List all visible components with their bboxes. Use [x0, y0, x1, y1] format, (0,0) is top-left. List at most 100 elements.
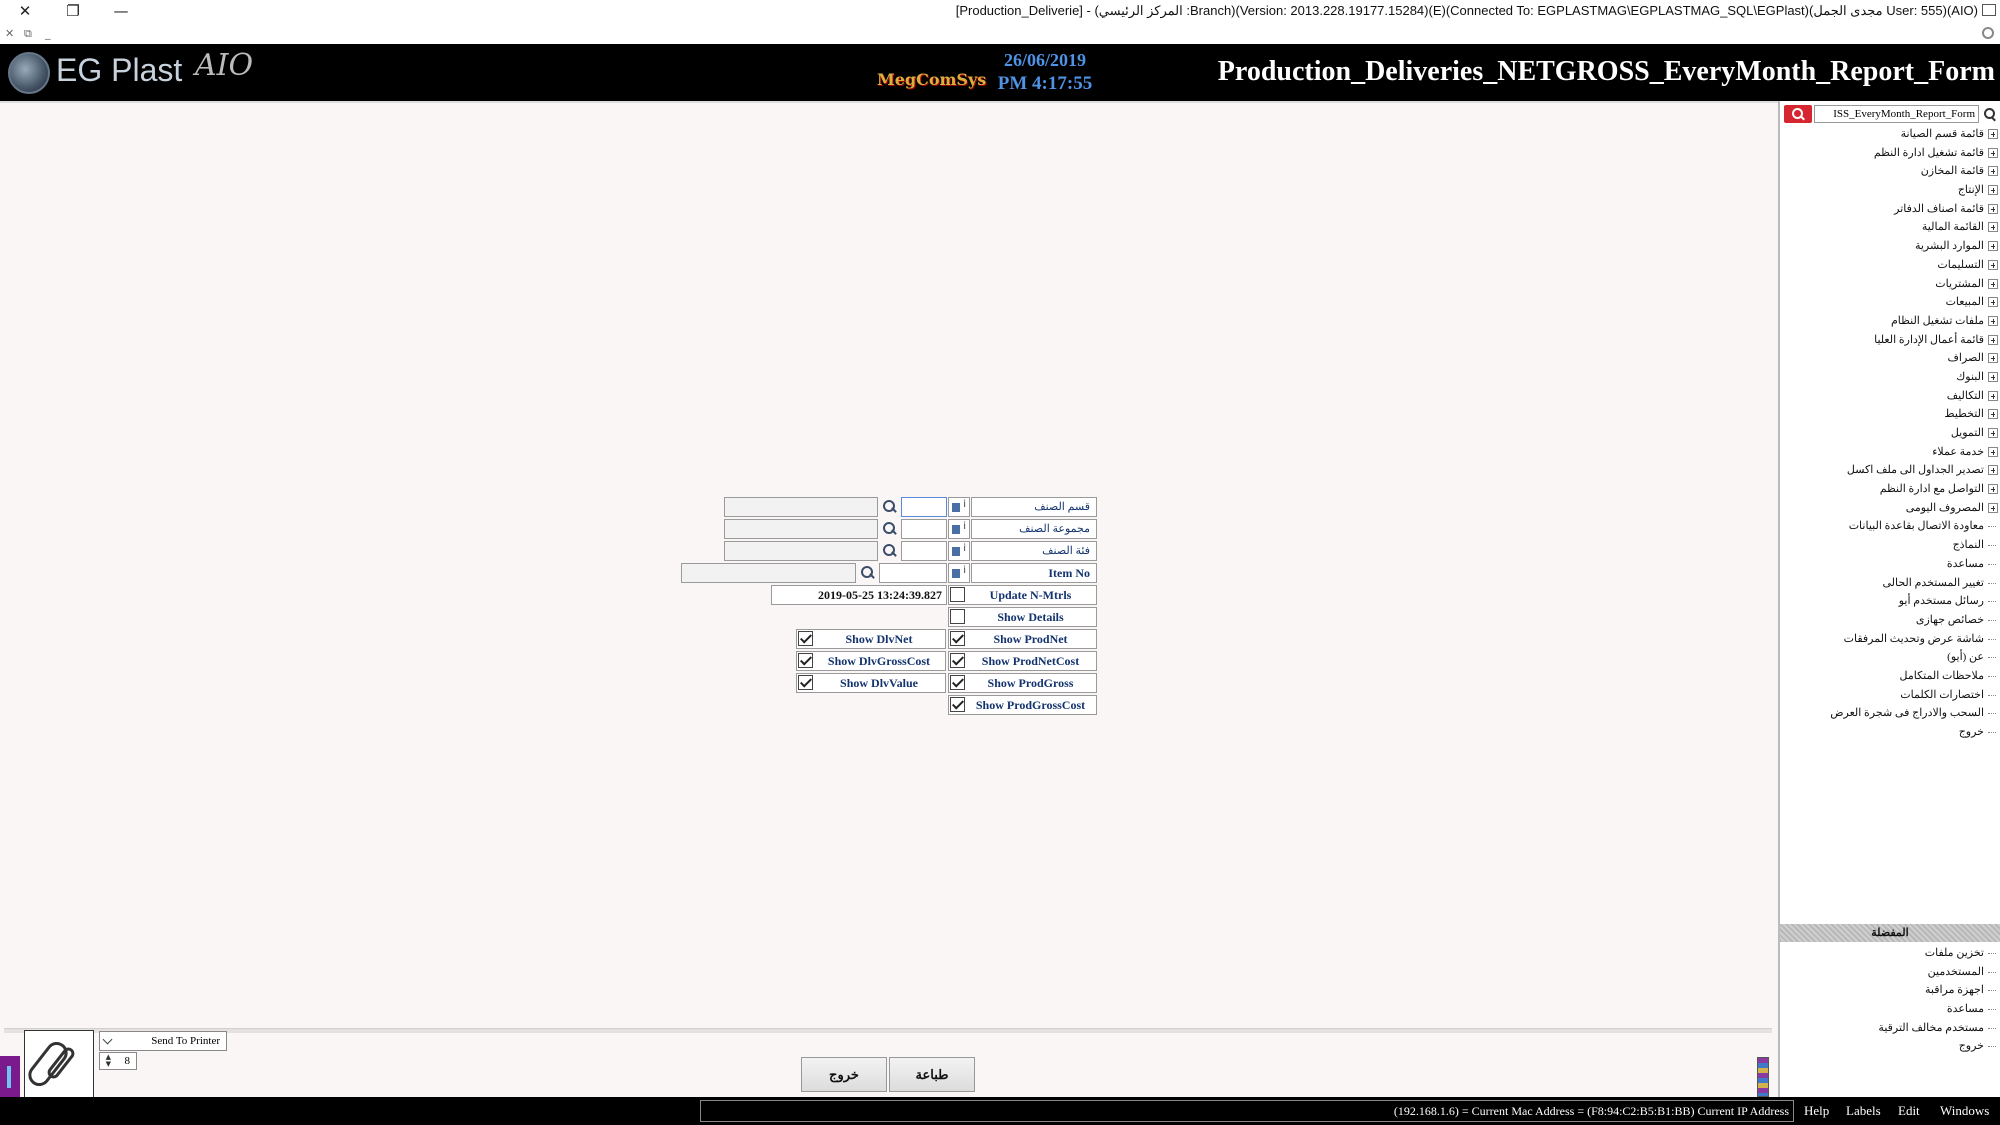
tree-item[interactable]: البنوك [1780, 368, 2000, 387]
search-icon[interactable] [858, 563, 876, 583]
tree-item[interactable]: معاودة الاتصال بقاعدة البيانات [1780, 517, 2000, 536]
expand-icon[interactable] [1988, 315, 1998, 326]
tree-item[interactable]: المشتريات [1780, 275, 2000, 294]
chevron-down-icon[interactable] [102, 1034, 113, 1045]
item-group-code-input[interactable] [901, 519, 947, 539]
expand-icon[interactable] [1988, 129, 1998, 139]
search-icon[interactable] [1784, 105, 1812, 123]
show-details-checkbox[interactable] [950, 609, 965, 624]
tree-item[interactable]: شاشة عرض وتحديث المرفقات [1780, 630, 2000, 649]
favorite-item[interactable]: مساعدة [1780, 1000, 2000, 1019]
expand-icon[interactable] [1988, 278, 1998, 289]
menu-edit[interactable]: Edit [1898, 1103, 1920, 1118]
tree-item[interactable]: التكاليف [1780, 387, 2000, 406]
menu-windows[interactable]: Windows [1940, 1103, 1990, 1118]
search-icon[interactable] [1982, 107, 1998, 123]
favorite-item[interactable]: المستخدمين [1780, 963, 2000, 982]
expand-icon[interactable] [1988, 241, 1998, 252]
mdi-close-icon[interactable]: ✕ [5, 27, 15, 40]
expand-icon[interactable] [1988, 259, 1998, 270]
item-no-info-button[interactable]: i [948, 563, 970, 583]
expand-icon[interactable] [1988, 297, 1998, 308]
print-button[interactable]: طباعة [889, 1057, 975, 1092]
show-prodnet-checkbox[interactable] [950, 631, 965, 646]
expand-icon[interactable] [1988, 484, 1998, 495]
show-prodgrosscost-checkbox[interactable] [950, 697, 965, 712]
tree-item[interactable]: اختصارات الكلمات [1780, 686, 2000, 705]
expand-icon[interactable] [1988, 147, 1998, 158]
tree-item[interactable]: التمويل [1780, 424, 2000, 443]
update-nmtrls-checkbox[interactable] [950, 587, 965, 602]
item-section-code-input[interactable] [901, 497, 947, 517]
expand-icon[interactable] [1988, 428, 1998, 438]
spinner-icon[interactable]: ▲▼ [105, 1053, 111, 1068]
attachments-button[interactable] [23, 1030, 94, 1098]
tree-item[interactable]: المبيعات [1780, 293, 2000, 312]
expand-icon[interactable] [1988, 353, 1998, 364]
tree-item[interactable]: النماذج [1780, 536, 2000, 555]
tree-item[interactable]: التخطيط [1780, 405, 2000, 424]
settings-icon[interactable] [1982, 27, 1994, 39]
tree-item[interactable]: ملاحظات المتكامل [1780, 667, 2000, 686]
search-icon[interactable] [880, 541, 898, 561]
item-section-info-button[interactable]: i [948, 497, 970, 517]
tree-item[interactable]: قائمة أعمال الإدارة العليا [1780, 331, 2000, 350]
expand-icon[interactable] [1988, 465, 1998, 476]
tree-item[interactable]: القائمة المالية [1780, 218, 2000, 237]
minimize-icon[interactable]: — [113, 2, 129, 20]
nav-search-input[interactable]: ISS_EveryMonth_Report_Form [1814, 105, 1979, 123]
tree-item[interactable]: مساعدة [1780, 555, 2000, 574]
resize-handle[interactable] [1757, 1057, 1769, 1097]
menu-help[interactable]: Help [1804, 1103, 1830, 1118]
expand-icon[interactable] [1988, 334, 1998, 345]
side-tab-icon[interactable] [0, 1056, 20, 1098]
expand-icon[interactable] [1988, 409, 1998, 420]
favorite-item[interactable]: مستخدم مخالف الترقية [1780, 1019, 2000, 1038]
expand-icon[interactable] [1988, 390, 1998, 401]
item-category-info-button[interactable]: i [948, 541, 970, 561]
restore-icon[interactable]: ❐ [66, 2, 80, 20]
expand-icon[interactable] [1988, 222, 1998, 233]
mdi-restore-icon[interactable]: ⧉ [24, 27, 32, 40]
tree-item[interactable]: خصائص جهازى [1780, 611, 2000, 630]
copies-stepper[interactable]: ▲▼ 8 [99, 1052, 137, 1070]
tree-item[interactable]: تصدير الجداول الى ملف اكسل [1780, 461, 2000, 480]
item-category-code-input[interactable] [901, 541, 947, 561]
search-icon[interactable] [880, 519, 898, 539]
search-icon[interactable] [880, 497, 898, 517]
show-dlvvalue-checkbox[interactable] [798, 675, 813, 690]
tree-item[interactable]: خروج [1780, 723, 2000, 742]
show-prodgross-checkbox[interactable] [950, 675, 965, 690]
item-group-info-button[interactable]: i [948, 519, 970, 539]
expand-icon[interactable] [1988, 185, 1998, 196]
favorite-item[interactable]: اجهزة مراقبة [1780, 981, 2000, 1000]
tree-item[interactable]: الموارد البشرية [1780, 237, 2000, 256]
expand-icon[interactable] [1988, 203, 1998, 214]
show-dlvgrosscost-checkbox[interactable] [798, 653, 813, 668]
tree-item[interactable]: السحب والادراج فى شجرة العرض [1780, 704, 2000, 723]
tree-item[interactable]: التسليمات [1780, 256, 2000, 275]
tree-item[interactable]: ملفات تشغيل النظام [1780, 312, 2000, 331]
tree-item[interactable]: التواصل مع ادارة النظم [1780, 480, 2000, 499]
tree-item[interactable]: تغيير المستخدم الحالى [1780, 574, 2000, 593]
tree-item[interactable]: المصروف اليومى [1780, 499, 2000, 518]
tree-item[interactable]: قائمة قسم الصيانة [1780, 125, 2000, 144]
favorite-item[interactable]: تخزين ملفات [1780, 944, 2000, 963]
tree-item[interactable]: قائمة اصناف الدفاتر [1780, 200, 2000, 219]
mdi-minimize-icon[interactable]: _ [45, 27, 51, 40]
tree-item[interactable]: رسائل مستخدم أيو [1780, 592, 2000, 611]
expand-icon[interactable] [1988, 371, 1998, 382]
show-dlvnet-checkbox[interactable] [798, 631, 813, 646]
expand-icon[interactable] [1988, 502, 1998, 513]
print-destination-select[interactable]: Send To Printer [99, 1031, 227, 1051]
expand-icon[interactable] [1988, 446, 1998, 457]
tree-item[interactable]: قائمة المخازن [1780, 162, 2000, 181]
tree-item[interactable]: عن (أيو) [1780, 648, 2000, 667]
show-prodnetcost-checkbox[interactable] [950, 653, 965, 668]
item-no-input[interactable] [879, 563, 947, 583]
close-icon[interactable]: ✕ [18, 2, 32, 20]
tree-item[interactable]: خدمة عملاء [1780, 443, 2000, 462]
tree-item[interactable]: الصراف [1780, 349, 2000, 368]
menu-labels[interactable]: Labels [1846, 1103, 1881, 1118]
expand-icon[interactable] [1988, 166, 1998, 177]
